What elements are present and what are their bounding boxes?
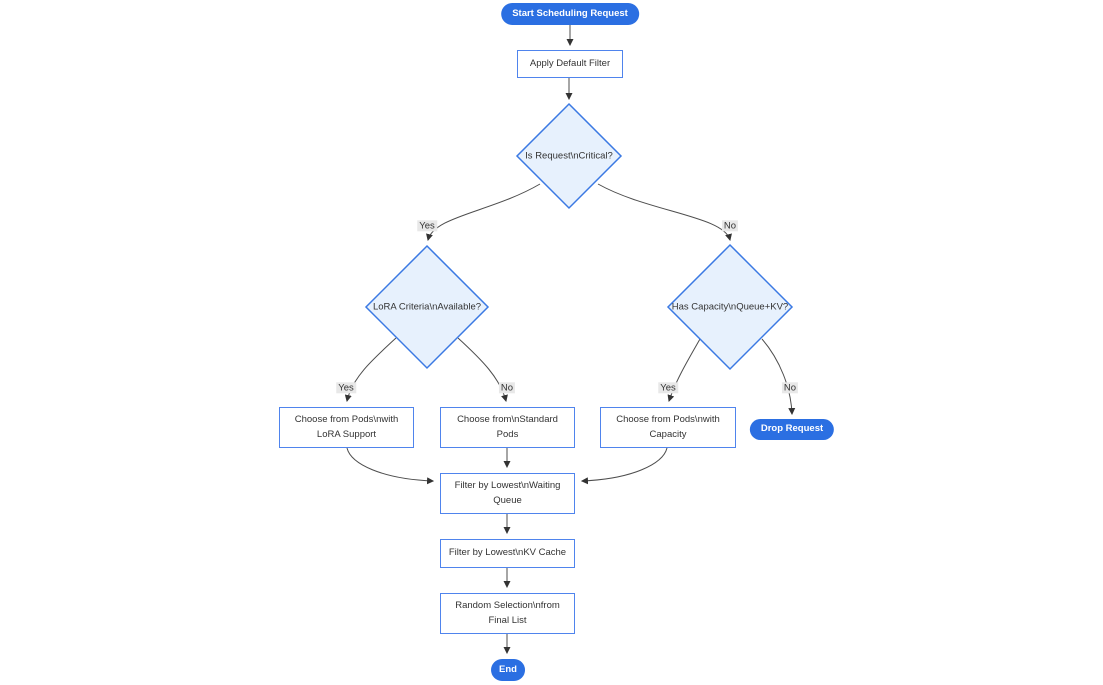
- node-apply-default-filter: Apply Default Filter: [517, 50, 623, 78]
- edge-choose-capacity-pods-to-filter-queue: [580, 447, 668, 485]
- edge-label-lora-no: No: [498, 382, 516, 394]
- decision-lora-criteria-shape: [364, 244, 490, 370]
- node-filter-kv-cache: Filter by Lowest\nKV Cache: [440, 539, 575, 568]
- edge-label-is-critical-no: No: [721, 220, 739, 232]
- node-end: End: [491, 659, 525, 681]
- edge-label-lora-yes: Yes: [336, 382, 356, 394]
- node-filter-waiting-queue: Filter by Lowest\nWaiting Queue: [440, 473, 575, 514]
- decision-has-capacity-shape: [666, 243, 794, 371]
- edge-label-capacity-yes: Yes: [658, 382, 678, 394]
- edge-is-critical-yes-to-lora: [426, 183, 541, 242]
- node-drop-request: Drop Request: [749, 419, 835, 440]
- node-choose-lora-pods: Choose from Pods\nwith LoRA Support: [279, 407, 414, 448]
- edge-is-critical-no-to-capacity: [597, 183, 732, 242]
- node-choose-standard-pods: Choose from\nStandard Pods: [440, 407, 575, 448]
- node-random-selection: Random Selection\nfrom Final List: [440, 593, 575, 634]
- edge-capacity-yes-to-choose-capacity-pods: [667, 338, 701, 402]
- edge-lora-no-to-choose-standard-pods: [457, 337, 508, 403]
- edge-label-capacity-no: No: [781, 382, 799, 394]
- node-start: Start Scheduling Request: [501, 3, 639, 25]
- node-is-critical-label: Is Request\nCritical?: [525, 150, 613, 162]
- node-has-capacity-label: Has Capacity\nQueue+KV?: [671, 301, 789, 313]
- edge-capacity-no-to-drop-request: [761, 338, 796, 416]
- edge-choose-lora-pods-to-filter-queue: [346, 447, 435, 485]
- node-lora-criteria-label: LoRA Criteria\nAvailable?: [372, 301, 482, 313]
- edge-label-is-critical-yes: Yes: [417, 220, 437, 232]
- decision-is-critical-shape: [515, 102, 623, 210]
- node-choose-capacity-pods: Choose from Pods\nwith Capacity: [600, 407, 736, 448]
- edge-lora-yes-to-choose-lora-pods: [344, 337, 397, 403]
